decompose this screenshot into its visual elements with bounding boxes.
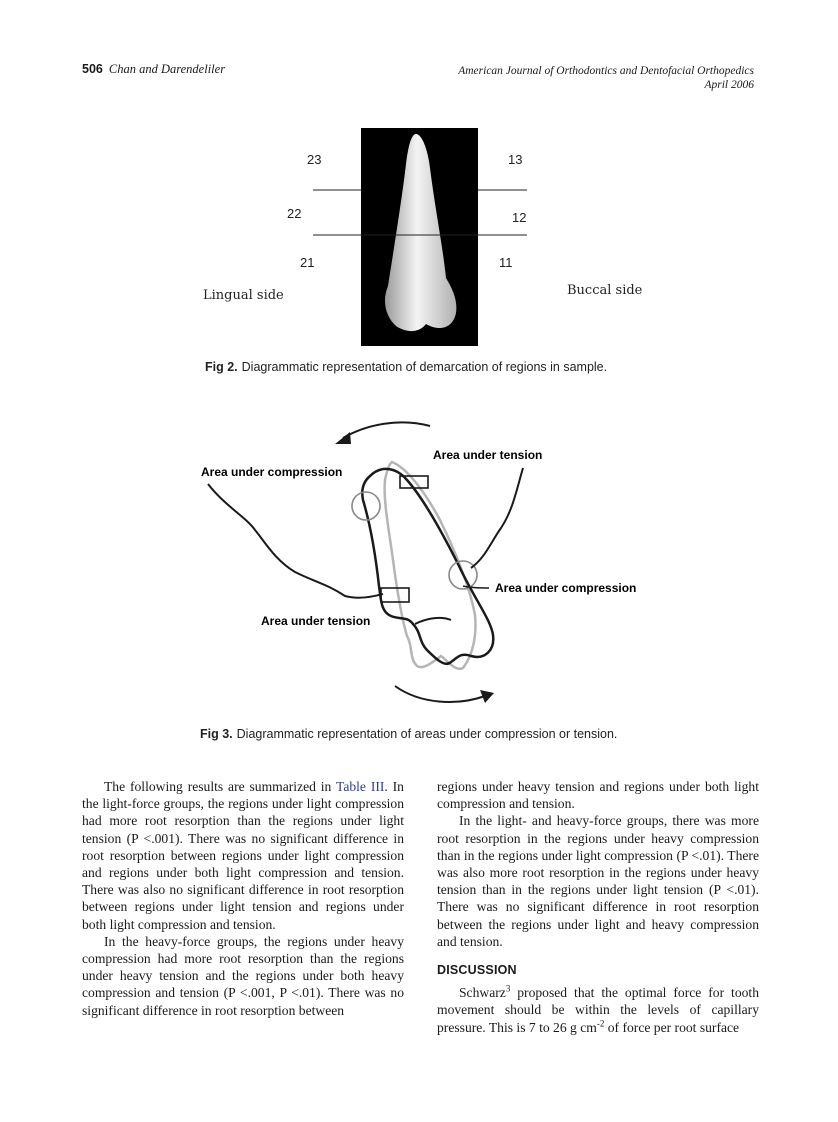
region-label-21: 21 bbox=[300, 255, 314, 270]
tooth-outline-original bbox=[383, 460, 477, 671]
rotation-arrowhead-top bbox=[335, 432, 351, 444]
figure-3-caption-text: Diagrammatic representation of areas und… bbox=[236, 727, 618, 741]
section-heading: DISCUSSION bbox=[437, 963, 517, 978]
tension-box-upper bbox=[399, 475, 429, 489]
paragraph: The following results are summarized in … bbox=[82, 779, 404, 932]
citation-ref[interactable]: 3 bbox=[505, 983, 511, 994]
tooth-outline-tipped bbox=[361, 467, 495, 666]
figure-2-caption: Fig 2.Diagrammatic representation of dem… bbox=[205, 360, 607, 374]
figure-3-caption-label: Fig 3. bbox=[200, 727, 233, 741]
figure-3-caption: Fig 3.Diagrammatic representation of are… bbox=[200, 727, 617, 741]
paragraph: regions under heavy tension and regions … bbox=[437, 779, 759, 812]
body-column-right: regions under heavy tension and regions … bbox=[437, 778, 759, 1036]
figure-2-caption-label: Fig 2. bbox=[205, 360, 238, 374]
rotation-arrowhead-bottom bbox=[480, 690, 494, 703]
rotation-arrow-top bbox=[342, 421, 431, 439]
region-label-13: 13 bbox=[508, 152, 522, 167]
label-compression-top: Area under compression bbox=[201, 465, 342, 479]
leader-compression-right bbox=[462, 585, 490, 589]
table-link[interactable]: Table III bbox=[335, 779, 385, 794]
paragraph: Schwarz3 proposed that the optimal force… bbox=[437, 983, 759, 1035]
figure-2-caption-text: Diagrammatic representation of demarcati… bbox=[241, 360, 608, 374]
compression-circle-lingual bbox=[351, 491, 381, 521]
journal-title: American Journal of Orthodontics and Den… bbox=[458, 65, 754, 77]
leader-compression-top bbox=[207, 483, 384, 599]
tooth-photo bbox=[384, 134, 457, 332]
buccal-side-label: Buccal side bbox=[567, 283, 643, 298]
page-number: 506 bbox=[82, 62, 103, 76]
paragraph: In the heavy-force groups, the regions u… bbox=[82, 933, 404, 1018]
label-tension-top: Area under tension bbox=[433, 448, 542, 462]
lingual-side-label: Lingual side bbox=[203, 288, 284, 303]
region-label-12: 12 bbox=[512, 210, 526, 225]
region-label-11: 11 bbox=[499, 255, 513, 270]
region-label-23: 23 bbox=[307, 152, 321, 167]
issue-date: April 2006 bbox=[704, 79, 754, 91]
crown-detail bbox=[414, 616, 452, 625]
figure-3: Area under compression Area under tensio… bbox=[201, 421, 636, 703]
compression-circle-buccal bbox=[448, 560, 478, 590]
authors: Chan and Darendeliler bbox=[108, 62, 226, 76]
region-label-22: 22 bbox=[287, 206, 301, 221]
paragraph: In the light- and heavy-force groups, th… bbox=[437, 813, 759, 949]
label-compression-right: Area under compression bbox=[495, 581, 636, 595]
figure-2: 23 22 21 13 12 11 Lingual side Buccal si… bbox=[203, 128, 643, 346]
running-header-left: 506 Chan and Darendeliler bbox=[82, 62, 225, 77]
rotation-arrow-bottom bbox=[394, 685, 486, 703]
label-tension-bottom: Area under tension bbox=[261, 614, 370, 628]
leader-tension-top bbox=[470, 467, 524, 569]
running-header-right: American Journal of Orthodontics and Den… bbox=[458, 64, 754, 92]
tension-box-lower bbox=[380, 587, 410, 603]
body-column-left: The following results are summarized in … bbox=[82, 778, 404, 1019]
